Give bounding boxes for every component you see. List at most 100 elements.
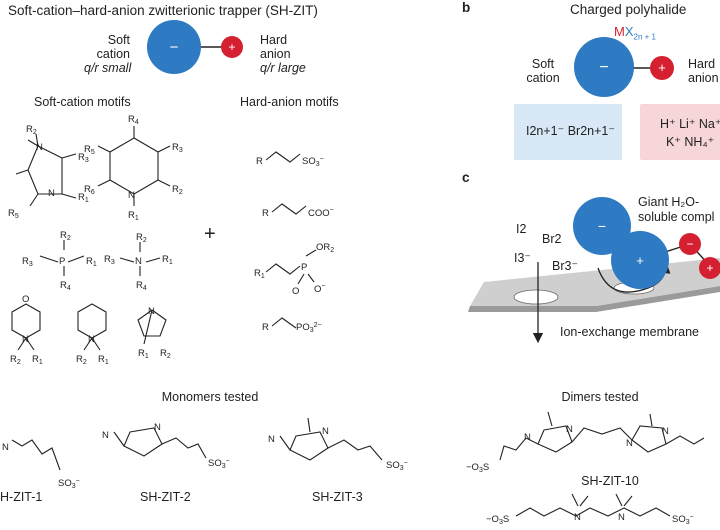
svg-text:SO3−: SO3− bbox=[208, 458, 230, 470]
dimer-2-structure bbox=[515, 493, 671, 517]
svg-text:−O3S: −O3S bbox=[486, 514, 509, 526]
phosphonate-motif bbox=[265, 249, 317, 285]
svg-text:P: P bbox=[301, 262, 307, 273]
formula-subscript: 2n + 1 bbox=[633, 32, 656, 42]
c-plus-sign-1: + bbox=[636, 253, 644, 268]
svg-text:N: N bbox=[102, 430, 109, 441]
svg-text:R2: R2 bbox=[172, 184, 183, 196]
imidazolium-motif bbox=[15, 133, 77, 207]
pyridinium-motif bbox=[97, 126, 171, 206]
svg-text:O: O bbox=[292, 286, 299, 297]
c-anion-sphere-2 bbox=[699, 257, 720, 279]
species-br2: Br2 bbox=[542, 232, 562, 246]
b-soft-cation-label: Soft cation bbox=[518, 57, 568, 85]
membrane-label: Ion-exchange membrane bbox=[560, 325, 699, 339]
c-minus-sign: − bbox=[598, 218, 606, 234]
svg-text:COO−: COO− bbox=[308, 207, 334, 219]
b-soft-line2: cation bbox=[526, 71, 560, 85]
c-plus-sign-2: + bbox=[706, 261, 713, 275]
dimers-tested-heading: Dimers tested bbox=[561, 390, 639, 404]
hard-anion-line2: anion bbox=[260, 47, 291, 61]
species-i2: I2 bbox=[516, 222, 527, 236]
soft-cation-line2: cation bbox=[96, 47, 130, 61]
svg-text:R3: R3 bbox=[104, 254, 115, 266]
svg-text:O: O bbox=[22, 294, 29, 305]
polyhalide-diagram: − + bbox=[574, 37, 674, 97]
membrane-diagram bbox=[468, 258, 720, 344]
svg-text:N: N bbox=[618, 512, 625, 523]
monomers-tested-heading: Monomers tested bbox=[161, 390, 259, 404]
phosphate-motif bbox=[271, 317, 297, 329]
monomer-name-1: H-ZIT-1 bbox=[0, 490, 43, 504]
svg-text:R1: R1 bbox=[128, 210, 139, 222]
minus-sign: − bbox=[170, 39, 179, 56]
soft-cation-motifs-heading: Soft-cation motifs bbox=[34, 95, 131, 109]
sulfonate-motif bbox=[265, 151, 301, 163]
polyhalide-formula: MX2n + 1 bbox=[614, 24, 656, 42]
soft-cation-line1: Soft bbox=[107, 33, 130, 47]
svg-text:R2: R2 bbox=[136, 232, 147, 244]
dimer-10-structure bbox=[499, 411, 705, 461]
species-br3: Br3⁻ bbox=[552, 259, 579, 273]
formula-m: M bbox=[614, 24, 625, 39]
svg-text:N: N bbox=[2, 442, 9, 453]
svg-text:N: N bbox=[36, 142, 43, 153]
pyrrolidinium-motif bbox=[137, 309, 167, 345]
svg-text:R2: R2 bbox=[160, 348, 171, 360]
monomer-3-structure bbox=[279, 417, 383, 461]
svg-text:R5: R5 bbox=[8, 208, 19, 220]
b-soft-line1: Soft bbox=[531, 57, 555, 71]
piperidinium-motif bbox=[77, 303, 107, 351]
svg-text:O−: O− bbox=[314, 283, 325, 295]
soft-cation-label: Soft cation q/r small bbox=[84, 33, 132, 75]
b-plus-sign: + bbox=[658, 60, 666, 75]
hard-anion-sphere bbox=[221, 36, 243, 58]
svg-text:R4: R4 bbox=[136, 280, 147, 292]
c-cation-sphere-2 bbox=[611, 231, 669, 289]
svg-text:N: N bbox=[524, 432, 531, 443]
b-minus-sign: − bbox=[599, 59, 608, 76]
svg-text:SO3−: SO3− bbox=[672, 514, 694, 526]
panel-b-title: Charged polyhalide bbox=[570, 2, 687, 17]
monomer-1-structure bbox=[11, 439, 61, 471]
cation-box-line2: K⁺ NH₄⁺ bbox=[666, 135, 715, 149]
svg-text:R1: R1 bbox=[162, 254, 173, 266]
svg-text:OR2: OR2 bbox=[316, 242, 334, 254]
b-soft-cation-sphere bbox=[574, 37, 634, 97]
svg-text:N: N bbox=[574, 512, 581, 523]
svg-text:R1: R1 bbox=[138, 348, 149, 360]
svg-text:R3: R3 bbox=[172, 142, 183, 154]
b-hard-anion-label: Hard anion bbox=[688, 57, 719, 85]
svg-text:R2: R2 bbox=[10, 354, 21, 366]
svg-text:R1: R1 bbox=[98, 354, 109, 366]
cation-box bbox=[640, 104, 720, 160]
svg-text:N: N bbox=[268, 434, 275, 445]
monomer-name-2: SH-ZIT-2 bbox=[140, 490, 191, 504]
morpholinium-motif bbox=[11, 303, 41, 351]
cation-box-line1: H⁺ Li⁺ Na⁺ bbox=[660, 117, 720, 131]
svg-text:N: N bbox=[88, 334, 95, 345]
plus-sign: + bbox=[228, 40, 235, 54]
hard-anion-label: Hard anion q/r large bbox=[260, 33, 306, 75]
svg-text:R2: R2 bbox=[26, 124, 37, 136]
anion-box-text: I2n+1⁻ Br2n+1⁻ bbox=[526, 124, 615, 138]
hard-anion-motifs-heading: Hard-anion motifs bbox=[240, 95, 339, 109]
svg-text:N: N bbox=[128, 190, 135, 201]
complex-line1: Giant H₂O- bbox=[638, 195, 700, 209]
monomer-2-structure bbox=[113, 427, 207, 459]
soft-cation-qr: q/r small bbox=[84, 61, 132, 75]
svg-text:N: N bbox=[135, 256, 142, 267]
svg-text:R1: R1 bbox=[32, 354, 43, 366]
svg-text:R6: R6 bbox=[84, 184, 95, 196]
svg-text:P: P bbox=[59, 256, 65, 267]
svg-text:N: N bbox=[48, 188, 55, 199]
phosphonium-motif bbox=[39, 240, 85, 276]
svg-text:SO3−: SO3− bbox=[302, 156, 324, 168]
b-hard-line1: Hard bbox=[688, 57, 716, 71]
svg-text:R3: R3 bbox=[78, 152, 89, 164]
svg-text:SO3−: SO3− bbox=[58, 478, 80, 490]
monomer-name-3: SH-ZIT-3 bbox=[312, 490, 363, 504]
complex-spheres: − + − + bbox=[573, 197, 720, 289]
panel-c-label: c bbox=[462, 170, 470, 185]
